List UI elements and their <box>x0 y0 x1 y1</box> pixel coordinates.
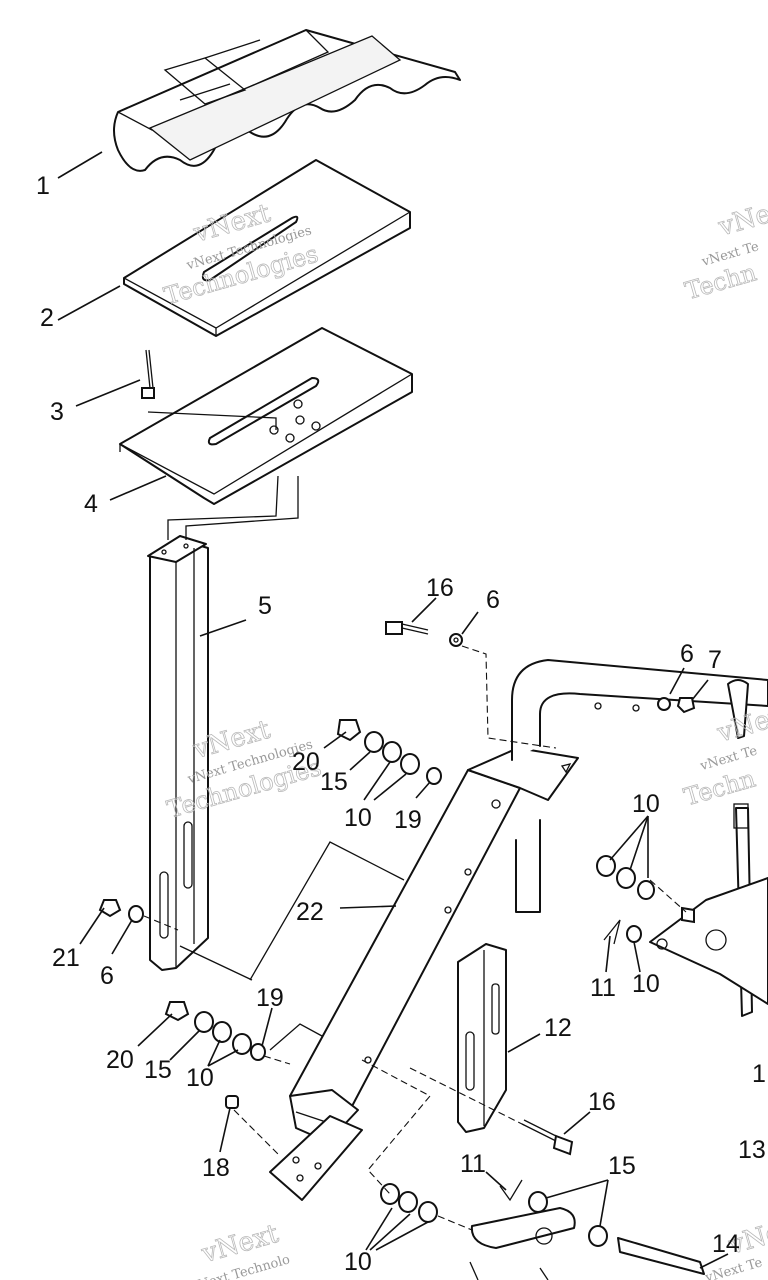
callout-1: 1 <box>36 172 50 200</box>
callout-10-bottom: 10 <box>344 1248 372 1276</box>
callout-16-bottom: 16 <box>588 1088 616 1116</box>
callout-20-top: 20 <box>292 748 320 776</box>
callout-11-bottom: 11 <box>460 1150 486 1178</box>
callout-18: 18 <box>202 1154 230 1182</box>
part-4-mount-plate <box>119 327 413 505</box>
callout-16-top: 16 <box>426 574 454 602</box>
leader-lines <box>57 151 729 1269</box>
callout-15-right: 15 <box>608 1152 636 1180</box>
callout-15-bottom: 15 <box>144 1056 172 1084</box>
part-3-pin <box>141 349 155 399</box>
callout-7: 7 <box>708 646 722 674</box>
callout-21: 21 <box>52 944 80 972</box>
watermark-brand: vNext <box>714 192 768 243</box>
callout-5: 5 <box>258 592 272 620</box>
shifter-shaft <box>649 679 768 1017</box>
callout-1-partial: 1 <box>752 1060 766 1088</box>
callout-10-top: 10 <box>344 804 372 832</box>
callout-2: 2 <box>40 304 54 332</box>
callout-19-bottom: 19 <box>256 984 284 1012</box>
callout-6-top: 6 <box>486 586 500 614</box>
callout-6-left: 6 <box>100 962 114 990</box>
callout-3: 3 <box>50 398 64 426</box>
part-5-support-bracket <box>147 535 209 971</box>
part-2-pad <box>123 159 411 337</box>
callout-10-bottom-left: 10 <box>186 1064 214 1092</box>
callout-4: 4 <box>84 490 98 518</box>
callout-labels: 1 2 3 4 5 16 6 6 7 20 15 10 19 10 22 21 … <box>36 172 766 1276</box>
part-12-bracket <box>457 943 507 1133</box>
callout-11-right: 11 <box>590 974 616 1002</box>
callout-22: 22 <box>296 898 324 926</box>
callout-10-right: 10 <box>632 790 660 818</box>
callout-19-top: 19 <box>394 806 422 834</box>
callout-13: 13 <box>738 1136 766 1164</box>
callout-20-bottom: 20 <box>106 1046 134 1074</box>
callout-14: 14 <box>712 1230 740 1258</box>
watermark-word-partial: Techn <box>682 258 760 305</box>
assembly-lines <box>143 411 687 1231</box>
part-14-linkage <box>469 1207 705 1280</box>
callout-10-mid: 10 <box>632 970 660 998</box>
callout-15-top: 15 <box>320 768 348 796</box>
callout-6-right: 6 <box>680 640 694 668</box>
callout-12: 12 <box>544 1014 572 1042</box>
part-1-floor-carpet <box>113 29 461 172</box>
hardware <box>98 621 696 1247</box>
part-22-main-column <box>269 747 579 1201</box>
